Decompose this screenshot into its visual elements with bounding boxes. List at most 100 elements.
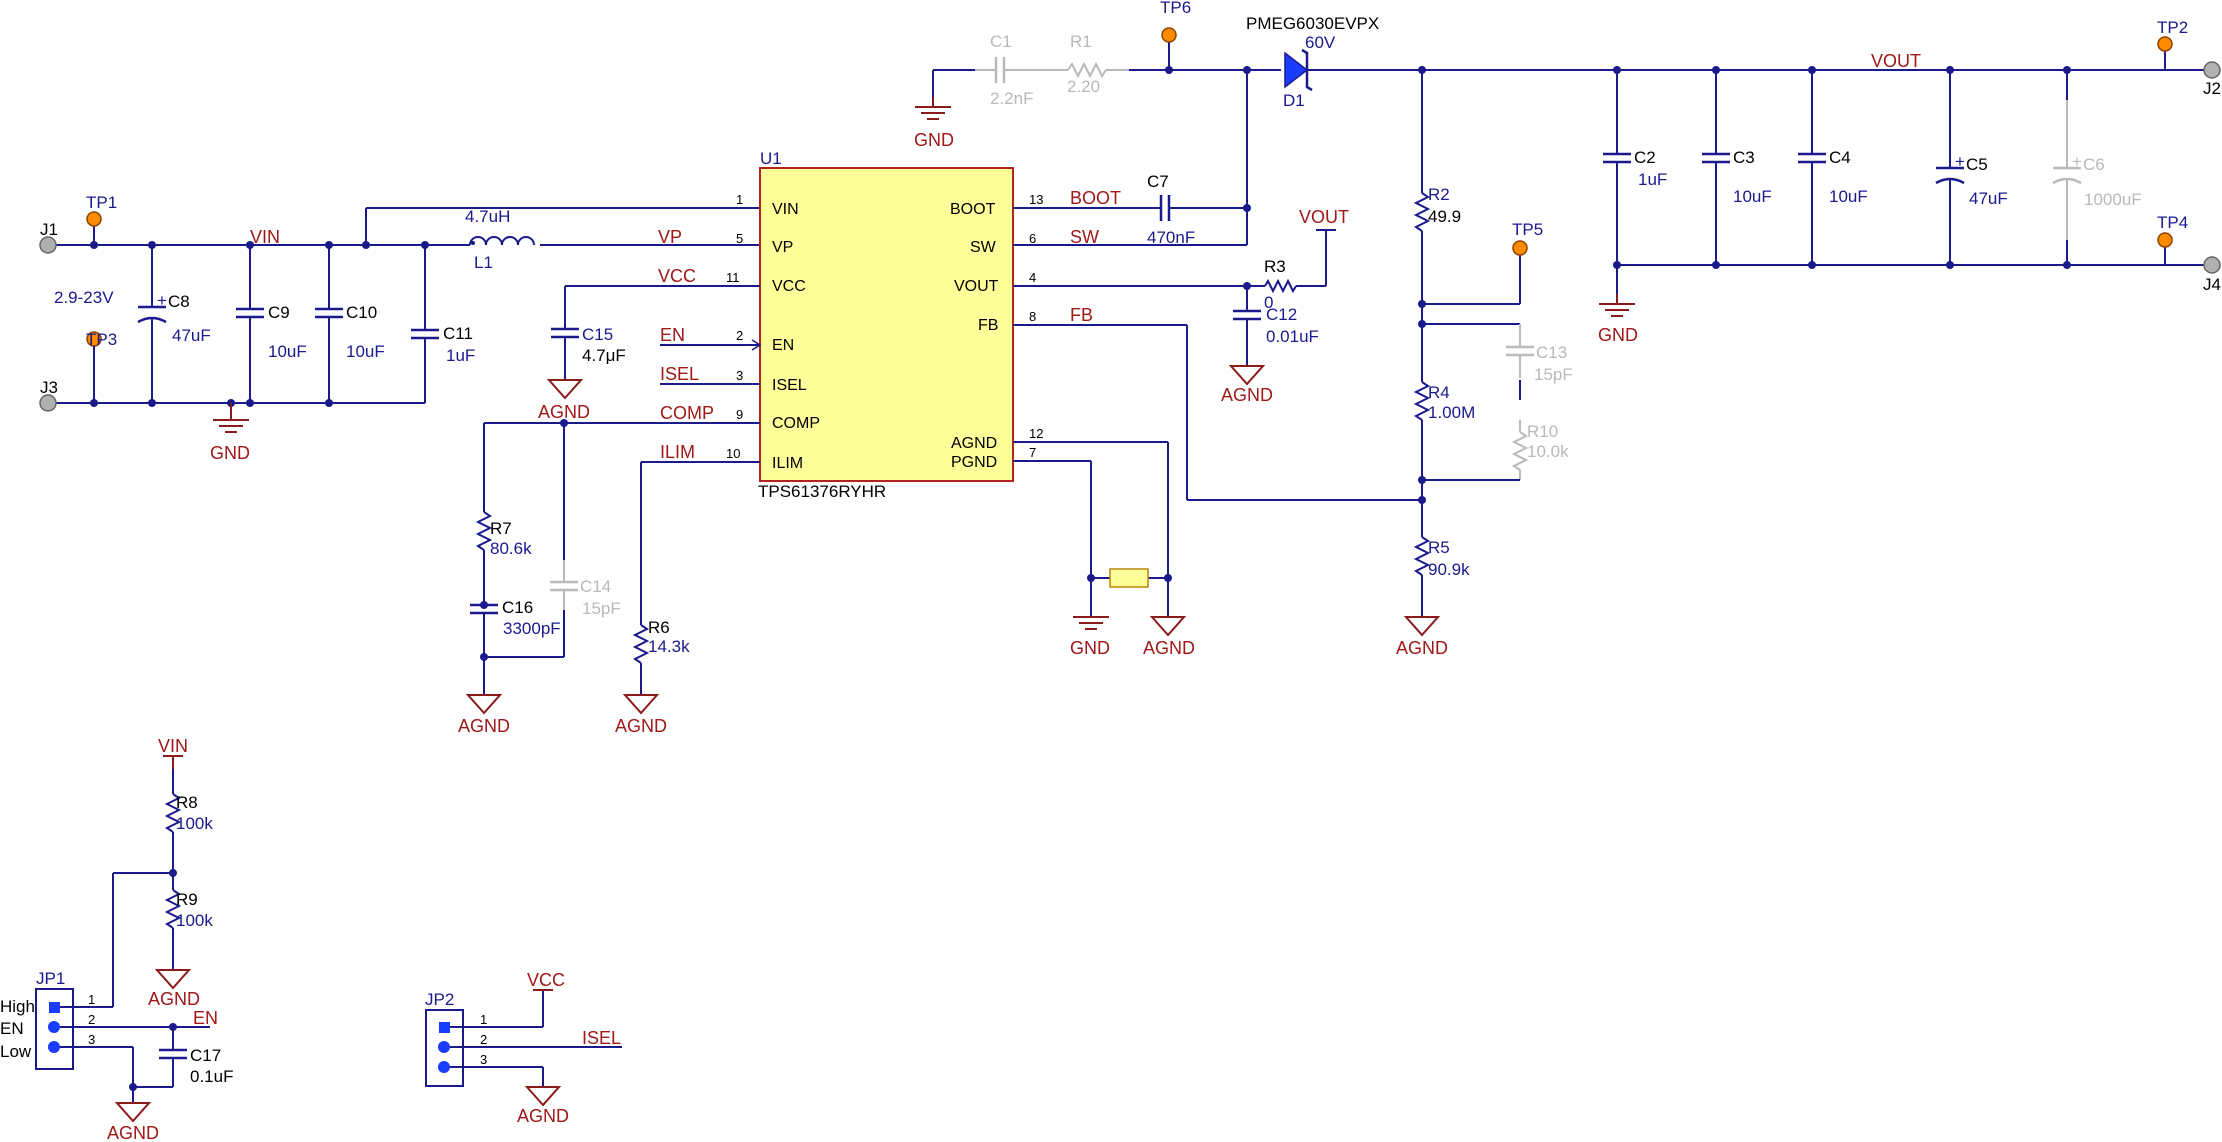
jp2-pin3[interactable] xyxy=(438,1061,450,1073)
u1-body xyxy=(759,167,1014,482)
c1-ref: C1 xyxy=(990,32,1012,51)
jp1-pin2[interactable] xyxy=(48,1021,60,1033)
tp4-label: TP4 xyxy=(2157,213,2188,232)
r4-ref: R4 xyxy=(1428,383,1450,402)
diode-d1-icon xyxy=(1284,51,1309,89)
output-gnd-label: GND xyxy=(1598,325,1638,345)
r8-value: 100k xyxy=(176,814,213,833)
jp1-en-label: EN xyxy=(193,1008,218,1028)
net-vcc-label: VCC xyxy=(658,266,696,286)
r7-value: 80.6k xyxy=(490,539,532,558)
c15-value: 4.7μF xyxy=(582,346,626,365)
d1-rating: 60V xyxy=(1305,33,1336,52)
net-vin-label: VIN xyxy=(250,227,280,247)
c4-ref: C4 xyxy=(1829,148,1851,167)
pin-5-num: 5 xyxy=(736,231,743,246)
testpoint-tp1-icon xyxy=(86,211,102,227)
input-section: + J1 xyxy=(39,193,760,463)
c4-value: 10uF xyxy=(1829,187,1868,206)
r5-ref: R5 xyxy=(1428,538,1450,557)
pin-3-num: 3 xyxy=(736,368,743,383)
r7-ref: R7 xyxy=(490,519,512,538)
u1-ref: U1 xyxy=(760,149,782,168)
jp1-label-en: EN xyxy=(0,1019,24,1038)
c11-value: 1uF xyxy=(446,346,475,365)
jp2-pin3-num: 3 xyxy=(480,1052,487,1067)
c12-value: 0.01uF xyxy=(1266,327,1319,346)
pin-boot-name: BOOT xyxy=(950,201,996,218)
nettie-gnd-label: GND xyxy=(1070,638,1110,658)
c3-ref: C3 xyxy=(1733,148,1755,167)
r3-ref: R3 xyxy=(1264,257,1286,276)
jp1-pin3[interactable] xyxy=(48,1041,60,1053)
c10-ref: C10 xyxy=(346,303,377,322)
net-en-label: EN xyxy=(660,325,685,345)
c15-agnd-label: AGND xyxy=(538,402,590,422)
r1-value: 2.20 xyxy=(1067,77,1100,96)
pin-vcc-name: VCC xyxy=(772,278,806,295)
c15-ref: C15 xyxy=(582,325,613,344)
c2-value: 1uF xyxy=(1638,170,1667,189)
r10-value: 10.0k xyxy=(1527,442,1569,461)
r4-value: 1.00M xyxy=(1428,403,1475,422)
jp1-label-high: High xyxy=(0,997,35,1016)
c12-agnd-label: AGND xyxy=(1221,385,1273,405)
c17-value: 0.1uF xyxy=(190,1067,233,1086)
testpoint-tp2-icon xyxy=(2157,36,2173,52)
tp5-label: TP5 xyxy=(1512,220,1543,239)
jp1-pin1-num: 1 xyxy=(88,992,95,1007)
c2-ref: C2 xyxy=(1634,148,1656,167)
c3-value: 10uF xyxy=(1733,187,1772,206)
pin-vp-name: VP xyxy=(772,239,793,256)
pin-2-num: 2 xyxy=(736,328,743,343)
pin-vin-name: VIN xyxy=(772,201,799,218)
c13-value: 15pF xyxy=(1534,365,1573,384)
net-fb-label: FB xyxy=(1070,305,1093,325)
jp2-vcc-label: VCC xyxy=(527,970,565,990)
c6-ref: C6 xyxy=(2083,155,2105,174)
pin-13-num: 13 xyxy=(1029,192,1043,207)
c17-ref: C17 xyxy=(190,1046,221,1065)
r9-ref: R9 xyxy=(176,890,198,909)
jp1-pin2-num: 2 xyxy=(88,1012,95,1027)
j1-label: J1 xyxy=(40,220,58,239)
c6-value: 1000uF xyxy=(2084,190,2142,209)
c16-value: 3300pF xyxy=(503,619,561,638)
jp2-section: JP2 1 2 3 VCC ISEL AGND xyxy=(425,970,622,1126)
d1-ref: D1 xyxy=(1283,91,1305,110)
pin-en-name: EN xyxy=(772,337,794,354)
input-range-label: 2.9-23V xyxy=(54,288,114,307)
jp2-pin1[interactable] xyxy=(439,1022,450,1033)
c16-ref: C16 xyxy=(502,598,533,617)
net-tie xyxy=(1109,568,1149,588)
c8-ref: C8 xyxy=(168,292,190,311)
pin-isel-name: ISEL xyxy=(772,377,807,394)
r8-vin-label: VIN xyxy=(158,736,188,756)
jp2-pin2[interactable] xyxy=(438,1041,450,1053)
net-sw-label: SW xyxy=(1070,227,1099,247)
c14-ref: C14 xyxy=(580,577,611,596)
pin-6-num: 6 xyxy=(1029,231,1036,246)
net-vout-label: VOUT xyxy=(1871,51,1921,71)
jp1-agnd-label: AGND xyxy=(107,1123,159,1142)
testpoint-tp6-icon xyxy=(1161,27,1177,43)
jp2-ref: JP2 xyxy=(425,990,454,1009)
tp6-label: TP6 xyxy=(1160,0,1191,17)
pin-ilim-name: ILIM xyxy=(772,455,803,472)
r3-vout-label: VOUT xyxy=(1299,207,1349,227)
connector-j3-icon xyxy=(39,394,57,412)
r6-agnd-label: AGND xyxy=(615,716,667,736)
tp3-label: TP3 xyxy=(86,330,117,349)
r8-ref: R8 xyxy=(176,793,198,812)
jp2-agnd-label: AGND xyxy=(517,1106,569,1126)
jp1-pin1[interactable] xyxy=(49,1002,60,1013)
pin-11-num: 11 xyxy=(726,270,740,285)
net-boot-label: BOOT xyxy=(1070,188,1121,208)
svg-text:+: + xyxy=(1955,152,1965,171)
c12-ref: C12 xyxy=(1266,305,1297,324)
jp2-isel-label: ISEL xyxy=(582,1028,621,1048)
j3-label: J3 xyxy=(40,378,58,397)
boot-snubber-section: C7 470nF GND C1 2.2nF R1 2.20 TP6 PMEG60… xyxy=(914,0,2165,247)
r9-agnd-label: AGND xyxy=(148,989,200,1009)
